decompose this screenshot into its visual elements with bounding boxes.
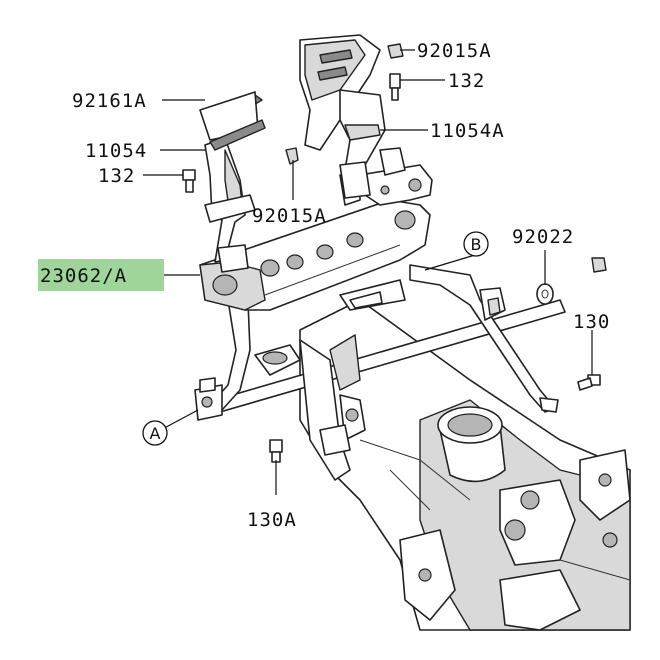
label-130A: 130A	[247, 509, 297, 531]
label-92015A-top: 92015A	[417, 40, 492, 62]
label-92161A: 92161A	[72, 90, 147, 112]
bolt-132-top	[389, 73, 401, 101]
label-11054A: 11054A	[430, 120, 505, 142]
label-130: 130	[573, 311, 610, 333]
bolt-130A	[269, 439, 283, 463]
washer-92022	[536, 283, 554, 305]
label-23062A: 23062/A	[40, 265, 127, 287]
callout-a-letter: A	[150, 424, 161, 443]
callout-b-letter: B	[471, 235, 482, 254]
bolt-130	[577, 374, 601, 391]
main-frame	[299, 299, 631, 631]
nut-92022-side	[591, 257, 607, 273]
callout-a: A	[142, 420, 168, 446]
callout-b: B	[463, 231, 489, 257]
left-pipe-stay	[194, 299, 301, 421]
leader-lines	[143, 49, 593, 495]
part-highlight	[38, 259, 164, 291]
label-92022: 92022	[512, 226, 574, 248]
label-92015A-mid: 92015A	[252, 205, 327, 227]
nut-92015A-top	[387, 43, 404, 59]
lower-brace	[214, 299, 566, 481]
left-stay-11054	[199, 91, 266, 273]
label-132-top: 132	[448, 70, 485, 92]
bolt-132-left	[182, 169, 196, 193]
right-stay	[409, 264, 559, 413]
label-11054: 11054	[85, 140, 147, 162]
label-132-left: 132	[98, 165, 135, 187]
right-stay-11054A	[299, 34, 406, 199]
nut-92015A-mid	[285, 147, 299, 165]
